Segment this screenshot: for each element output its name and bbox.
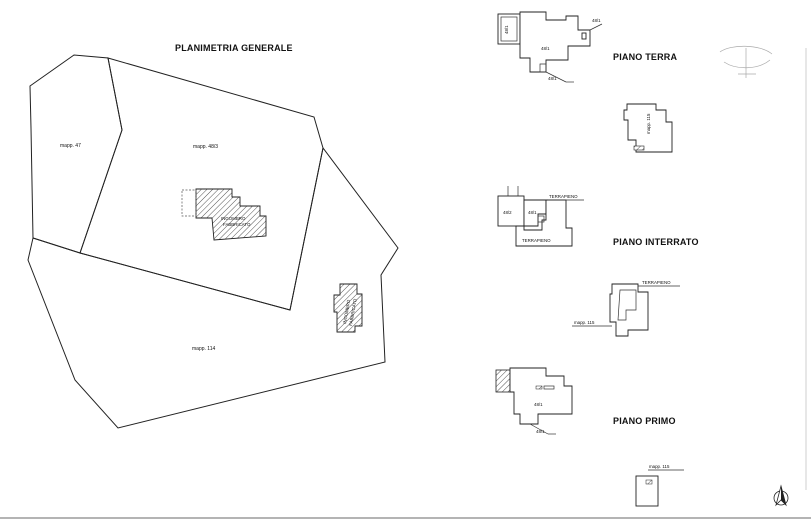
primo-sub-48-1-a: 48/1 xyxy=(534,402,543,407)
building-label-main-2: FABBRICATO xyxy=(223,222,251,227)
interrato-mapp-115-label: mapp. 115 xyxy=(574,320,595,325)
primo-mapp-115-label: mapp. 115 xyxy=(649,464,670,469)
primo-mapp-115-step xyxy=(645,479,653,485)
terra-sub-48-1-b: 48/1 xyxy=(592,18,601,23)
terra-sub-48-1-d: 48/1 xyxy=(548,76,557,81)
primo-sub-48-1-b: 48/1 xyxy=(536,429,545,434)
interrato-mapp-115-inner xyxy=(617,289,637,321)
parcel-mapp-48-3 xyxy=(79,57,324,311)
floor-plan-primo xyxy=(495,367,573,435)
stamp-seal-faint xyxy=(719,45,773,78)
terra-sub-48-1-c: 48/1 xyxy=(541,46,550,51)
primo-mapp-115-outline xyxy=(635,475,659,507)
terra-mapp-115-outline xyxy=(623,103,673,153)
parcel-mapp-114 xyxy=(27,146,399,429)
floor-plan-terra xyxy=(497,11,603,83)
parcel-mapp-47 xyxy=(29,54,123,254)
building-footprint-small xyxy=(333,283,363,333)
building-label-small-2: FABBRICATO xyxy=(348,298,358,326)
floor-title-primo: PIANO PRIMO xyxy=(613,416,676,426)
parcel-label-48-3: mapp. 48/3 xyxy=(193,144,218,150)
floor-title-interrato: PIANO INTERRATO xyxy=(613,237,699,247)
building-footprint-main xyxy=(195,188,267,241)
floor-plan-interrato xyxy=(497,186,584,247)
building-label-main-1: INGOMBRO xyxy=(221,216,246,221)
interrato-sub-48-2: 48/2 xyxy=(503,210,512,215)
floor-title-terra: PIANO TERRA xyxy=(613,52,678,62)
interrato-terrapieno-right: TERRAPIENO xyxy=(642,280,671,285)
building-label-small-1: INGOMBRO xyxy=(342,299,351,324)
parcel-label-47: mapp. 47 xyxy=(60,143,81,149)
terra-sub-48-1-a: 48/1 xyxy=(504,25,509,34)
planimetria-title: PLANIMETRIA GENERALE xyxy=(175,43,293,53)
interrato-terrapieno-bottom: TERRAPIENO xyxy=(522,238,551,243)
north-arrow-icon xyxy=(773,484,789,507)
terra-mapp-115-label: mapp. 115 xyxy=(646,113,651,134)
terra-mapp-115-stair xyxy=(633,145,645,151)
interrato-sub-48-1: 48/1 xyxy=(528,210,537,215)
parcel-label-114: mapp. 114 xyxy=(192,346,215,352)
interrato-terrapieno-top: TERRAPIENO xyxy=(549,194,578,199)
building-annex-dashed xyxy=(181,189,197,217)
